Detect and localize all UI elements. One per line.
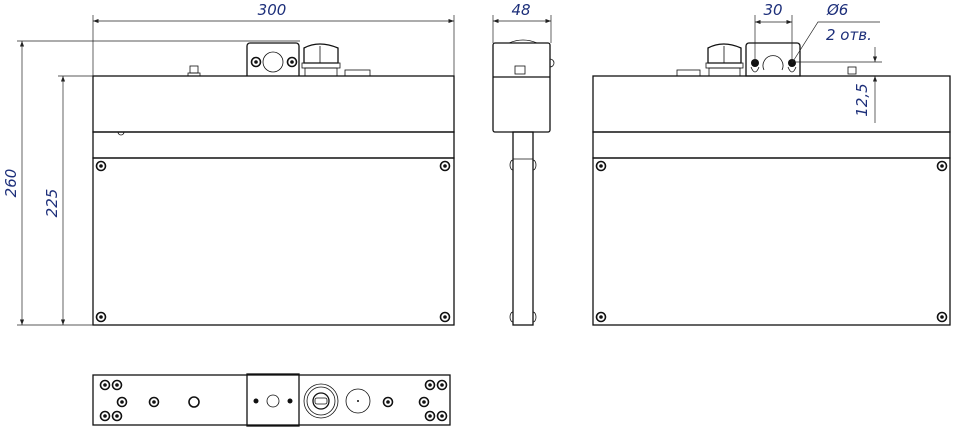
mounting-bracket — [246, 42, 300, 76]
gland-top — [303, 383, 339, 419]
dim-hole-spacing: 30 — [763, 1, 782, 19]
dim-height-total: 260 — [2, 169, 20, 198]
dim-width-front: 300 — [258, 1, 287, 19]
bottom-view — [92, 373, 451, 427]
hole-leader — [791, 21, 880, 64]
dim-hole-diameter: Ø6 — [826, 1, 848, 19]
cable-gland — [705, 43, 744, 77]
dim-depth: 48 — [511, 1, 530, 19]
dim-hole-count: 2 отв. — [826, 26, 872, 44]
dim-height-body: 225 — [43, 189, 61, 218]
front-view: 300 260 225 — [2, 1, 455, 326]
front-stud — [189, 65, 199, 74]
side-view: 48 — [492, 1, 555, 326]
front-body — [92, 157, 455, 326]
screw-icon — [439, 160, 451, 172]
bottom-bracket — [246, 373, 300, 427]
dim-hole-offset: 12,5 — [853, 83, 871, 116]
front-connector — [344, 69, 371, 77]
screw-icon — [95, 160, 107, 172]
front-top-housing — [92, 75, 455, 133]
screw-icon — [439, 311, 451, 323]
side-post — [512, 131, 534, 326]
screw-icon — [95, 311, 107, 323]
front-band — [92, 131, 455, 159]
rear-view: 30 Ø6 2 отв. 12,5 — [592, 1, 951, 326]
cable-gland — [301, 43, 341, 77]
